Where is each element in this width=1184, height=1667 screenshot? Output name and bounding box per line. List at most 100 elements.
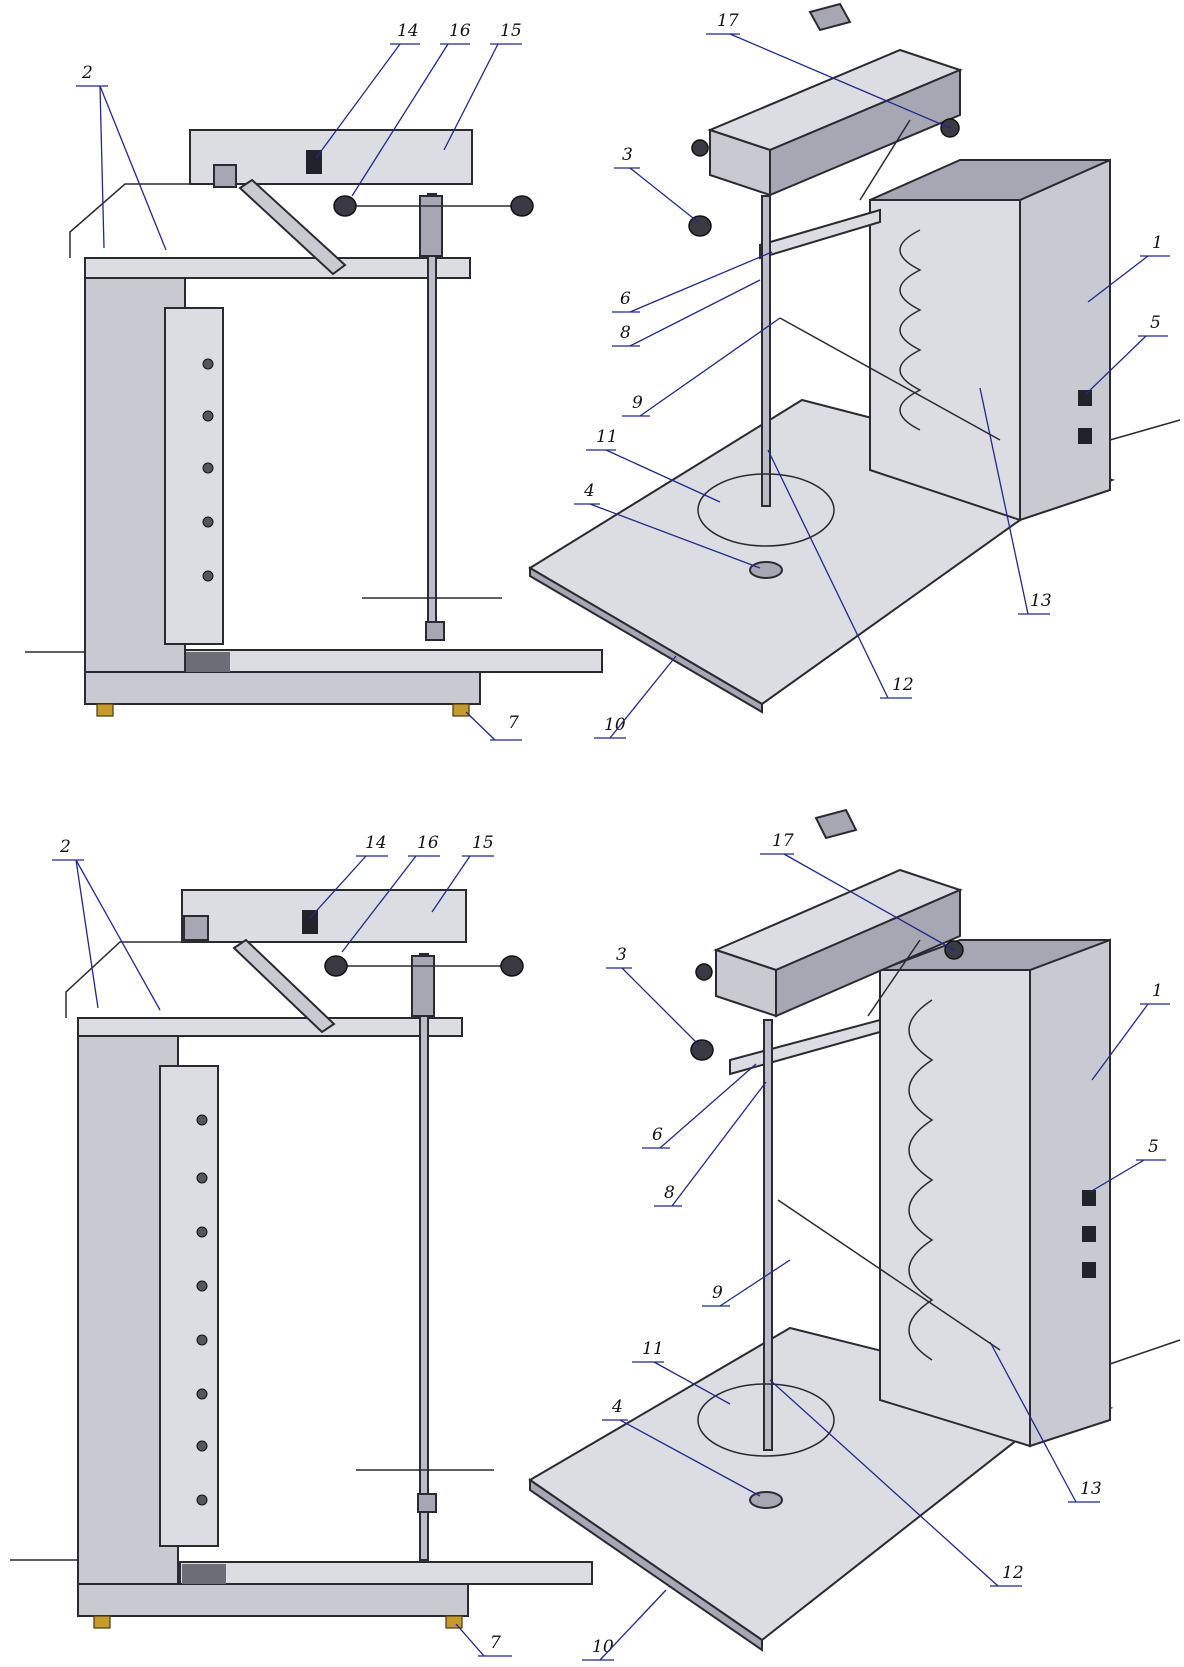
- plug: [814, 808, 858, 840]
- label: 12: [1002, 1563, 1024, 1583]
- switch: [1078, 390, 1092, 406]
- frame-wire: [69, 183, 190, 258]
- spit-rod: [761, 195, 771, 507]
- label: 14: [397, 21, 419, 41]
- frame-wire: [65, 941, 182, 1018]
- side-view-bottom: [10, 889, 593, 1629]
- label: 9: [712, 1283, 723, 1303]
- body-side: [1019, 158, 1111, 522]
- top-bracket: [84, 257, 471, 279]
- handle-knob: [324, 955, 348, 977]
- burner-knobs: [202, 358, 214, 582]
- label: 4: [583, 481, 595, 501]
- foot: [93, 1615, 111, 1629]
- skewer-9: [779, 317, 1001, 441]
- tray-front: [529, 1478, 763, 1652]
- label: 5: [1150, 313, 1161, 333]
- label: 10: [592, 1637, 614, 1657]
- foot: [96, 703, 114, 717]
- body-top: [869, 159, 1111, 201]
- burner-panel: [164, 307, 224, 645]
- knob-3: [688, 215, 712, 237]
- tray-block: [182, 652, 230, 672]
- label: 17: [717, 11, 739, 31]
- motor-housing: [181, 889, 467, 943]
- spit-clamp: [417, 1493, 437, 1513]
- knob: [695, 963, 713, 981]
- labels-iso-top: 17 3 1 6 8 5 9 11 4 13 12 10: [574, 11, 1170, 739]
- labels-iso-bottom: 17 3 1 6 5 8 9 11 4 13 12 10: [582, 831, 1170, 1661]
- label: 2: [59, 837, 71, 857]
- power-cable: [1109, 419, 1181, 441]
- label: 4: [611, 1397, 623, 1417]
- label: 16: [417, 833, 439, 853]
- switch: [1082, 1226, 1096, 1242]
- label: 8: [620, 323, 631, 343]
- heating-coil: [899, 229, 922, 431]
- label: 15: [500, 21, 522, 41]
- label: 2: [81, 63, 93, 83]
- handle-knob: [333, 195, 357, 217]
- drip-tray: [179, 1561, 593, 1585]
- label: 11: [642, 1339, 664, 1359]
- label: 3: [622, 145, 633, 165]
- spit-collar: [419, 195, 443, 257]
- labels-side-bottom: 2 14 16 15 7: [52, 833, 512, 1657]
- upper-arm: [759, 208, 881, 260]
- plug: [183, 915, 209, 941]
- diagonal-arm: [232, 938, 336, 1034]
- labels-side-top: 2 14 16 15 7: [76, 21, 522, 741]
- label: 1: [1152, 981, 1163, 1001]
- tray-front: [529, 566, 763, 714]
- label: 7: [508, 713, 519, 733]
- heating-coil: [908, 999, 934, 1361]
- side-view-top: [25, 129, 603, 717]
- label: 11: [596, 427, 618, 447]
- base-plate: [77, 1583, 469, 1617]
- label: 9: [632, 393, 643, 413]
- label: 12: [892, 675, 914, 695]
- spit-rod: [419, 953, 429, 1561]
- base-bearing-4: [749, 1491, 783, 1509]
- switch: [1078, 428, 1092, 444]
- plug: [808, 2, 852, 32]
- knob-3: [690, 1039, 714, 1061]
- motor-side: [769, 68, 961, 197]
- diagonal-arm: [238, 178, 347, 276]
- spit-rod: [427, 193, 437, 641]
- tray-block: [182, 1564, 226, 1584]
- disc-11: [697, 1383, 835, 1457]
- label: 16: [449, 21, 471, 41]
- label: 10: [604, 715, 626, 735]
- label: 1: [1152, 233, 1163, 253]
- foot: [452, 703, 470, 717]
- iso-view-bottom: [528, 808, 1181, 1652]
- base-plate: [84, 671, 481, 705]
- label: 7: [490, 1633, 501, 1653]
- switch-14: [302, 910, 318, 934]
- label: 5: [1148, 1137, 1159, 1157]
- label: 8: [664, 1183, 675, 1203]
- top-bracket: [77, 1017, 463, 1037]
- label: 13: [1030, 591, 1052, 611]
- spit-collar: [411, 955, 435, 1017]
- spit-clamp: [425, 621, 445, 641]
- switch: [1082, 1190, 1096, 1206]
- label: 6: [652, 1125, 663, 1145]
- label: 14: [365, 833, 387, 853]
- diagonal-arm: [867, 939, 921, 1017]
- handle-knob: [500, 955, 524, 977]
- spit-rod: [763, 1019, 773, 1451]
- switch: [1082, 1262, 1096, 1278]
- label: 17: [772, 831, 794, 851]
- plug: [213, 164, 237, 188]
- label: 13: [1080, 1479, 1102, 1499]
- disc-11: [697, 473, 835, 547]
- skewer-9: [777, 1199, 1001, 1351]
- motor-side: [775, 888, 961, 1018]
- iso-view-top: [528, 2, 1181, 714]
- knob: [691, 139, 709, 157]
- base-bearing-4: [749, 561, 783, 579]
